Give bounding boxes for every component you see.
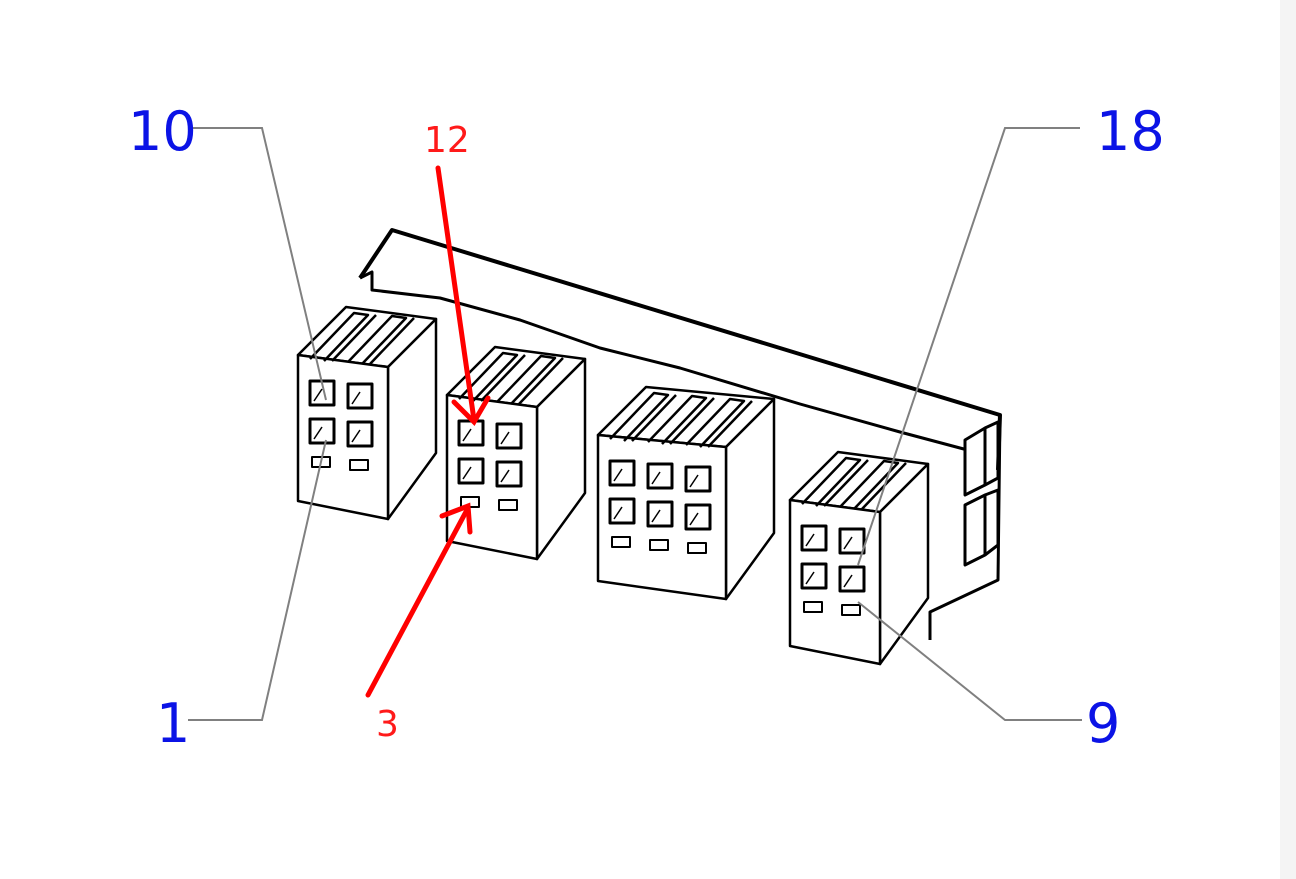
red-arrows xyxy=(365,165,491,698)
arrow-pin-3 xyxy=(365,502,473,698)
leader-pin-9 xyxy=(857,601,1082,721)
leader-lines xyxy=(188,127,1082,721)
leader-pin-10 xyxy=(190,127,327,401)
scrollbar-track[interactable] xyxy=(1280,0,1296,879)
end-clip-upper xyxy=(963,420,1000,497)
terminal-blocks xyxy=(296,305,930,666)
leader-pin-1 xyxy=(188,439,327,721)
pin-label-10: 10 xyxy=(128,100,197,163)
end-clip-lower xyxy=(963,488,1000,567)
block-3 xyxy=(596,385,776,601)
housing-shelf xyxy=(359,270,976,454)
arrow-pin-12 xyxy=(435,165,491,427)
arrow-label-3: 3 xyxy=(376,704,399,745)
housing-back xyxy=(391,228,1002,640)
leader-pin-18 xyxy=(857,127,1080,566)
block-4 xyxy=(788,450,930,666)
pin-label-18: 18 xyxy=(1096,100,1165,163)
connector-body xyxy=(358,228,1002,640)
arrow-label-12: 12 xyxy=(424,120,470,161)
pin-label-1: 1 xyxy=(156,692,190,755)
pin-label-9: 9 xyxy=(1086,692,1120,755)
block-1 xyxy=(296,305,438,521)
